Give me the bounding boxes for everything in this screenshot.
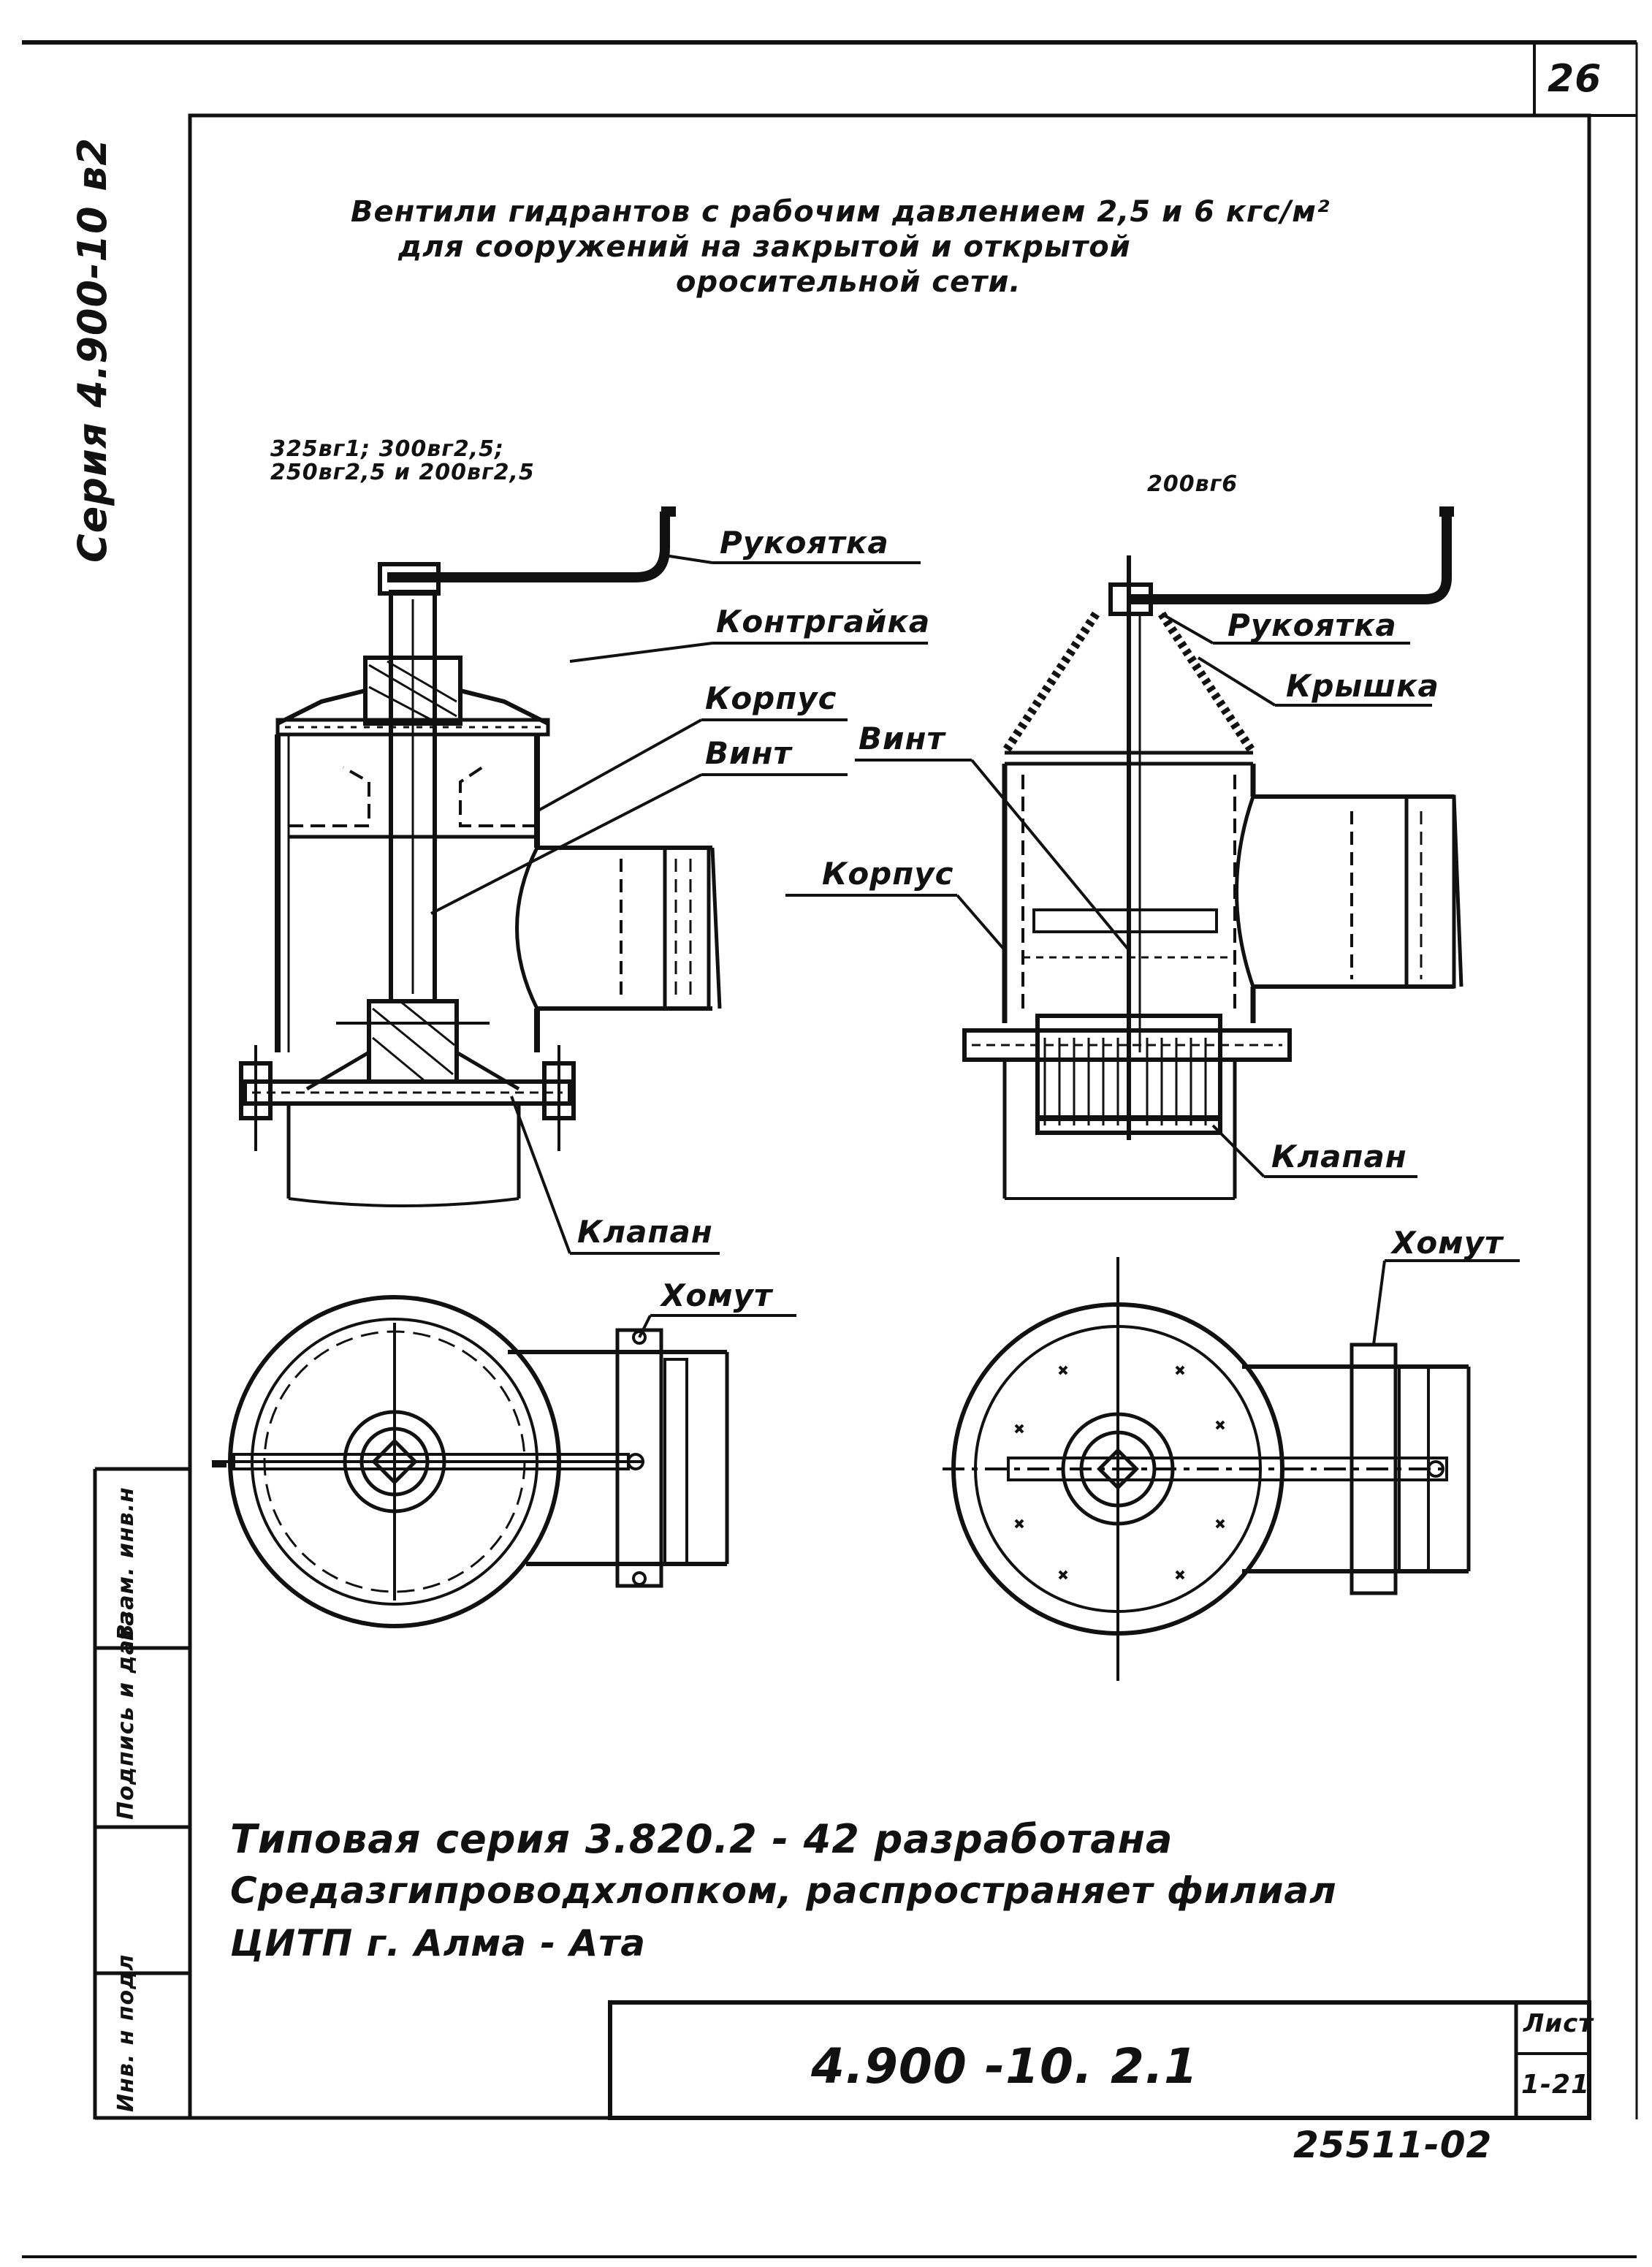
left-plan-view bbox=[212, 1295, 729, 1628]
document-number: 4.900 -10. 2.1 bbox=[811, 2038, 1198, 2095]
label-valve-left: Клапан bbox=[577, 1214, 713, 1250]
note-line-1: Типовая серия 3.820.2 - 42 разработана bbox=[230, 1816, 1173, 1862]
left-section-view bbox=[239, 506, 722, 1207]
note-line-3: ЦИТП г. Алма - Ата bbox=[230, 1922, 647, 1964]
title-line-1: Вентили гидрантов с рабочим давлением 2,… bbox=[351, 195, 1331, 229]
left-variants-line-2: 250вг2,5 и 200вг2,5 bbox=[270, 460, 535, 485]
title-line-3: оросительной сети. bbox=[676, 265, 1021, 299]
label-valve-right: Клапан bbox=[1271, 1139, 1407, 1174]
series-label: Серия 4.900-10 в2 bbox=[69, 137, 115, 563]
label-clamp-right: Хомут bbox=[1392, 1225, 1504, 1261]
sheet-label: Лист bbox=[1523, 2009, 1594, 2038]
title-line-2: для сооружений на закрытой и открытой bbox=[398, 230, 1131, 264]
label-cover: Крышка bbox=[1286, 668, 1439, 704]
label-locknut: Контргайка bbox=[716, 604, 931, 639]
label-handle-right: Рукоятка bbox=[1227, 607, 1397, 643]
sheet-value: 1-21 bbox=[1521, 2070, 1591, 2100]
left-variants-line-1: 325вг1; 300вг2,5; bbox=[270, 436, 505, 462]
right-variant: 200вг6 bbox=[1147, 471, 1238, 497]
sheet-number: 26 bbox=[1548, 57, 1602, 101]
side-stamp-cell-1: Инв. н подл bbox=[113, 1953, 139, 2112]
leader-lines bbox=[430, 554, 1520, 1345]
right-section-view bbox=[962, 506, 1463, 1200]
note-line-2: Средазгипроводхлопком, распространяет фи… bbox=[230, 1869, 1337, 1912]
label-handle-left: Рукоятка bbox=[720, 525, 889, 561]
right-plan-view bbox=[943, 1257, 1471, 1681]
label-body-right: Корпус bbox=[822, 856, 954, 892]
label-screw-right: Винт bbox=[859, 721, 945, 756]
label-body-left: Корпус bbox=[705, 680, 837, 716]
side-stamp-cell-2: Подпись и дата bbox=[113, 1610, 139, 1820]
label-screw-left: Винт bbox=[705, 735, 792, 771]
bottom-code: 25511-02 bbox=[1293, 2124, 1493, 2166]
label-clamp-left: Хомут bbox=[661, 1277, 773, 1313]
